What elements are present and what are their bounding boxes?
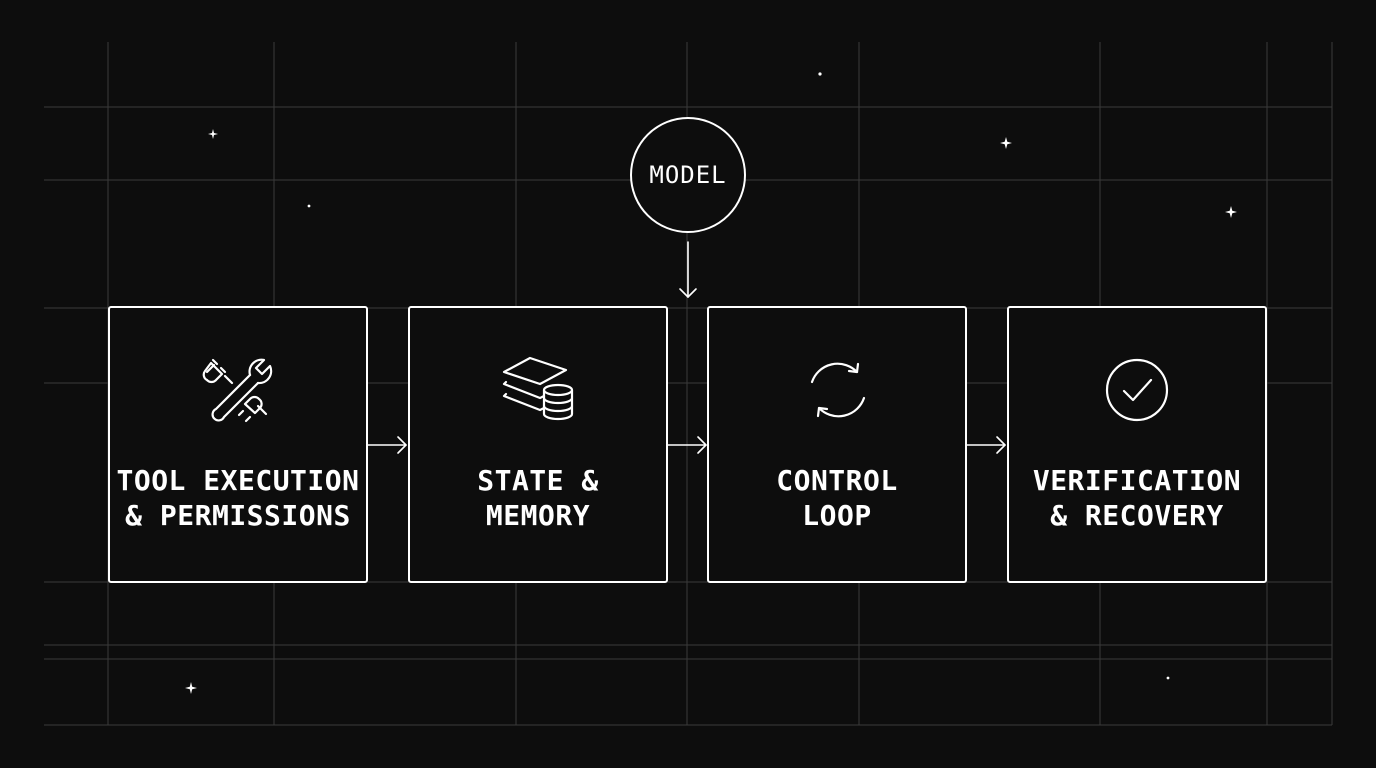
stage-label-line: & RECOVERY <box>1050 499 1224 532</box>
stage-box-control-loop <box>707 306 967 583</box>
connector-arrow-2 <box>667 436 707 454</box>
model-label: MODEL <box>649 161 727 189</box>
stage-label-tool-execution: TOOL EXECUTION & PERMISSIONS <box>109 463 367 533</box>
stage-label-verification: VERIFICATION & RECOVERY <box>1008 463 1266 533</box>
stage-label-line: & PERMISSIONS <box>125 499 351 532</box>
stage-box-verification <box>1007 306 1267 583</box>
refresh-cycle-icon <box>810 362 866 418</box>
stage-box-state-memory <box>408 306 668 583</box>
sparkle-star <box>1225 206 1237 218</box>
sparkle-dot <box>307 204 311 208</box>
stage-label-control-loop: CONTROL LOOP <box>708 463 966 533</box>
stage-label-line: LOOP <box>802 499 872 532</box>
sparkle-decorations <box>185 72 1237 694</box>
stage-label-line: CONTROL <box>776 464 898 497</box>
sparkle-dot <box>1166 676 1170 680</box>
stage-label-state-memory: STATE & MEMORY <box>409 463 667 533</box>
connector-arrow-1 <box>367 436 407 454</box>
layers-database-icon <box>502 356 574 421</box>
check-circle-icon <box>1105 358 1169 422</box>
stage-label-line: TOOL EXECUTION <box>116 464 360 497</box>
stage-box-tool-execution <box>108 306 368 583</box>
stage-label-line: VERIFICATION <box>1032 464 1242 497</box>
sparkle-star <box>185 682 197 694</box>
model-node <box>630 117 746 233</box>
stage-label-line: MEMORY <box>485 499 591 532</box>
connector-arrow-3 <box>966 436 1006 454</box>
stage-label-line: STATE & <box>477 464 599 497</box>
sparkle-star <box>1000 137 1012 149</box>
sparkle-star <box>208 129 218 139</box>
sparkle-dot <box>818 72 822 76</box>
model-down-arrow <box>679 241 697 298</box>
wrench-plug-icon <box>202 358 273 423</box>
